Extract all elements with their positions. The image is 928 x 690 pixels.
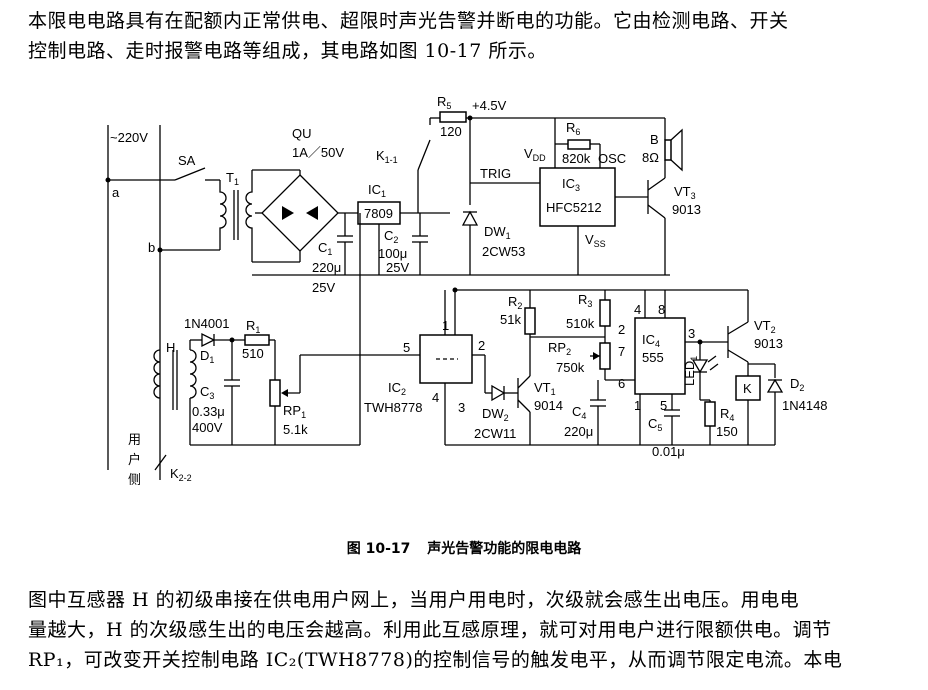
r2-value: 51k xyxy=(500,312,521,327)
qu-rating: 1A／50V xyxy=(292,145,344,160)
intro-line-1: 本限电电路具有在配额内正常供电、超限时声光告警并断电的功能。它由检测电路、开关 xyxy=(28,10,789,32)
osc-label: OSC xyxy=(598,151,626,166)
dw1-part: 2CW53 xyxy=(482,244,525,259)
c4-value: 220μ xyxy=(564,424,593,439)
r6-value: 820k xyxy=(562,151,591,166)
led1-label: LED1 xyxy=(682,356,699,386)
vss-label: VSS xyxy=(585,232,606,249)
vt3-label: VT3 xyxy=(674,184,696,201)
qu-label: QU xyxy=(292,126,312,141)
vt1-part: 9014 xyxy=(534,398,563,413)
supply-label: +4.5V xyxy=(472,98,507,113)
c2-value: 100μ xyxy=(378,246,407,261)
ic2-pin2: 2 xyxy=(478,338,485,353)
c4-label: C4 xyxy=(572,404,586,421)
r3-value: 510k xyxy=(566,316,595,331)
r3-label: R3 xyxy=(578,292,592,309)
body-line-1: 图中互感器 H 的初级串接在供电用户网上，当用户用电时，次级就会感生出电压。用电… xyxy=(28,589,800,611)
ic4-label: IC4 xyxy=(642,332,660,349)
ic3-label: IC3 xyxy=(562,176,580,193)
r4-label: R4 xyxy=(720,406,734,423)
body-paragraph: 图中互感器 H 的初级串接在供电用户网上，当用户用电时，次级就会感生出电压。用电… xyxy=(28,585,908,675)
ic4-part: 555 xyxy=(642,350,664,365)
speaker-label: B xyxy=(650,132,659,147)
caption-number: 图 10-17 xyxy=(346,541,411,557)
r5-value: 120 xyxy=(440,124,462,139)
c2-voltage: 25V xyxy=(386,260,409,275)
r5-label: R5 xyxy=(437,94,451,111)
c1-voltage: 25V xyxy=(312,280,335,295)
body-line-2: 量越大，H 的次级感生出的电压会越高。利用此互感原理，就可对用电户进行限额供电。… xyxy=(28,619,832,641)
ic1-part: 7809 xyxy=(364,206,393,221)
rp1-value: 5.1k xyxy=(283,422,308,437)
speaker-value: 8Ω xyxy=(642,150,659,165)
sa-label: SA xyxy=(178,153,196,168)
rp2-value: 750k xyxy=(556,360,585,375)
ic2-part: TWH8778 xyxy=(364,400,423,415)
dw2-part: 2CW11 xyxy=(474,426,516,441)
vt2-part: 9013 xyxy=(754,336,783,351)
pin-555-6: 6 xyxy=(618,376,625,391)
r1-label: R1 xyxy=(246,318,260,335)
ic2-label: IC2 xyxy=(388,380,406,397)
c5-value: 0.01μ xyxy=(652,444,685,459)
dw1-label: DW1 xyxy=(484,224,511,241)
user-side-2: 户 xyxy=(128,452,141,468)
c2-label: C2 xyxy=(384,228,398,245)
caption-title: 声光告警功能的限电电路 xyxy=(427,541,582,557)
r1-value: 510 xyxy=(242,346,264,361)
intro-line-2: 控制电路、走时报警电路等组成，其电路如图 10-17 所示。 xyxy=(28,40,547,62)
r4-value: 150 xyxy=(716,424,738,439)
pin-555-1: 1 xyxy=(634,398,641,413)
k1-label: K1-1 xyxy=(376,148,398,165)
pin-555-4: 4 xyxy=(634,302,641,317)
relay-label: K xyxy=(743,381,752,396)
pin-555-3: 3 xyxy=(688,326,695,341)
t1-label: T1 xyxy=(226,170,239,187)
ic3-part: HFC5212 xyxy=(546,200,602,215)
user-side-3: 侧 xyxy=(128,473,141,488)
r2-label: R2 xyxy=(508,294,522,311)
user-side-1: 用 xyxy=(128,433,141,448)
figure-caption: 图 10-17 声光告警功能的限电电路 xyxy=(0,538,928,558)
ic1-label: IC1 xyxy=(368,182,386,199)
k2-label: K2-2 xyxy=(170,466,192,483)
vdd-label: VDD xyxy=(524,146,546,163)
rp1-label: RP1 xyxy=(283,403,306,420)
c5-label: C5 xyxy=(648,416,662,433)
ic2-pin4: 4 xyxy=(432,390,439,405)
d1-label: D1 xyxy=(200,348,214,365)
vt1-label: VT1 xyxy=(534,380,556,397)
vt3-part: 9013 xyxy=(672,202,701,217)
pin-555-2: 2 xyxy=(618,322,625,337)
c1-label: C1 xyxy=(318,240,332,257)
pin-555-8: 8 xyxy=(658,302,665,317)
ic2-pin3: 3 xyxy=(458,400,465,415)
circuit-diagram: ~220V a b SA T1 QU 1A／50V 7809 IC1 C1 22… xyxy=(105,94,828,488)
node-b: b xyxy=(148,240,155,255)
body-line-3: RP₁，可改变开关控制电路 IC₂(TWH8778)的控制信号的触发电平，从而调… xyxy=(28,649,843,671)
r6-label: R6 xyxy=(566,120,580,137)
c3-voltage: 400V xyxy=(192,420,223,435)
dw2-label: DW2 xyxy=(482,406,509,423)
rp2-label: RP2 xyxy=(548,340,571,357)
c1-value: 220μ xyxy=(312,260,341,275)
c3-label: C3 xyxy=(200,384,214,401)
trig-label: TRIG xyxy=(480,166,511,181)
h-label: H xyxy=(166,340,175,355)
pin-555-7: 7 xyxy=(618,344,625,359)
c3-value: 0.33μ xyxy=(192,404,225,419)
vt2-label: VT2 xyxy=(754,318,776,335)
pin-555-5: 5 xyxy=(660,398,667,413)
d2-part: 1N4148 xyxy=(782,398,828,413)
intro-paragraph: 本限电电路具有在配额内正常供电、超限时声光告警并断电的功能。它由检测电路、开关 … xyxy=(28,6,908,66)
mains-label: ~220V xyxy=(110,130,148,145)
d1-part: 1N4001 xyxy=(184,316,230,331)
node-a: a xyxy=(112,185,120,200)
ic2-pin5: 5 xyxy=(403,340,410,355)
d2-label: D2 xyxy=(790,376,804,393)
